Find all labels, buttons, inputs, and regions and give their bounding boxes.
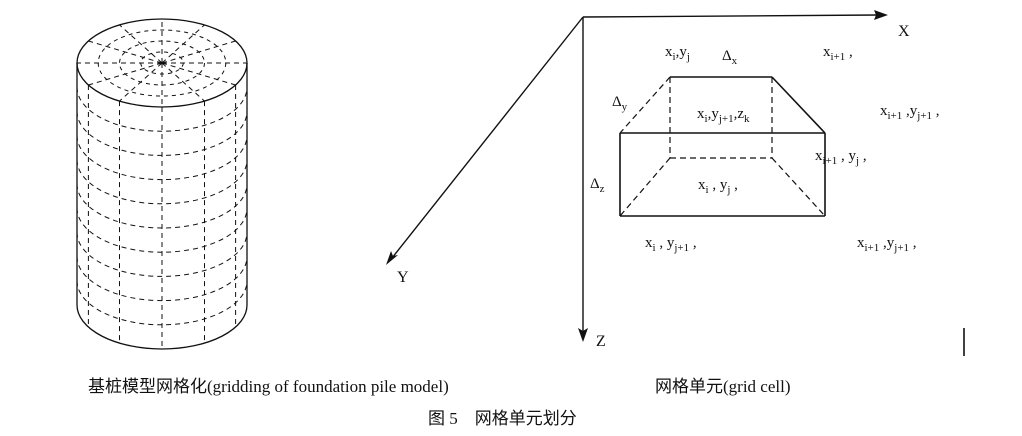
label-xi1-yj: xi+1 , yj , — [815, 148, 867, 167]
side-ring-line — [76, 111, 248, 156]
cell-labels: xi,yj Δx xi+1 , Δy xi,yj+1,zk xi+1 ,yj+1… — [590, 44, 940, 254]
label-xi-yj-center: xi , yj , — [698, 177, 738, 196]
cell-top-left-slope — [619, 76, 671, 134]
side-ring-line — [76, 256, 248, 302]
x-axis-label: X — [898, 23, 910, 40]
side-ring-line — [76, 183, 248, 229]
pile-cylinder-mesh — [76, 18, 248, 350]
label-delta-x: Δx — [722, 48, 738, 67]
y-axis-line — [391, 16, 584, 259]
grid-cell-shape — [619, 76, 826, 217]
side-ring-line — [76, 87, 248, 132]
top-ring — [119, 40, 205, 86]
left-subcaption: 基桩模型网格化(gridding of foundation pile mode… — [88, 377, 449, 396]
side-ring-line — [76, 159, 248, 205]
label-xi-yj1-bottom: xi , yj+1 , — [645, 235, 697, 254]
pile-mesh-lines — [76, 19, 248, 349]
label-xi-yj: xi,yj — [665, 44, 690, 63]
label-delta-y: Δy — [612, 94, 628, 113]
side-ring-line — [76, 208, 248, 253]
y-axis-label: Y — [397, 269, 409, 286]
label-delta-z: Δz — [590, 176, 605, 195]
side-ring-line — [76, 232, 248, 277]
cell-top-right-slope — [771, 76, 826, 134]
top-radial-line — [119, 24, 163, 64]
top-ring — [140, 51, 184, 75]
top-radial-line — [161, 62, 205, 102]
x-axis-line — [582, 14, 879, 18]
top-radial-line — [88, 40, 163, 64]
label-xi1-top: xi+1 , — [823, 44, 853, 63]
z-axis-arrow — [578, 328, 588, 342]
right-subcaption: 网格单元(grid cell) — [655, 377, 791, 396]
top-radial-line — [161, 62, 236, 86]
top-ring — [97, 29, 227, 97]
cell-bottom-right-slope — [771, 157, 826, 217]
y-axis-arrow — [386, 251, 398, 265]
side-ring-line — [76, 280, 248, 326]
cylinder-bottom-arc — [76, 304, 248, 350]
side-ring-line — [76, 135, 248, 181]
cell-bottom-left-slope — [619, 157, 671, 217]
figure-caption: 图 5 网格单元划分 — [428, 409, 577, 428]
label-xi1-yj1-bottom: xi+1 ,yj+1 , — [857, 235, 917, 254]
label-xi1-yj1-far: xi+1 ,yj+1 , — [880, 103, 940, 122]
label-xi-yj1-zk: xi,yj+1,zk — [697, 106, 750, 125]
z-axis-label: Z — [596, 333, 606, 350]
x-axis-arrow — [874, 10, 888, 20]
coordinate-axes — [386, 10, 888, 342]
